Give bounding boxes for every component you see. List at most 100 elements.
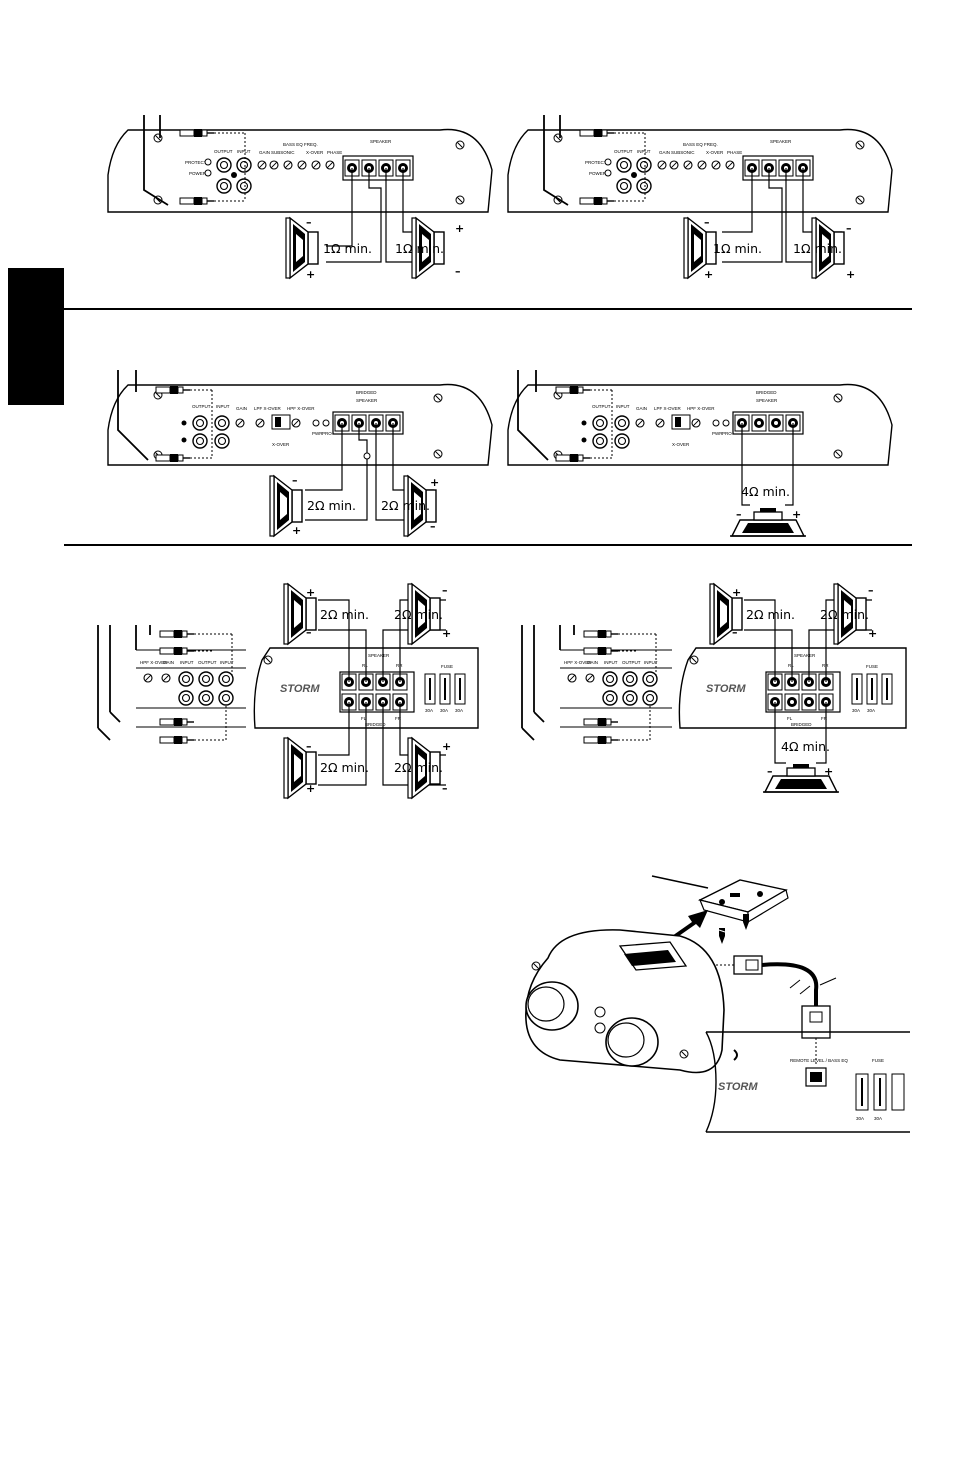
input-label: INPUT bbox=[637, 149, 651, 154]
impedance-2ohm: 2Ω min. bbox=[320, 760, 369, 775]
diagram-2ch-stereo-2ohm: OUTPUT INPUT GAIN LPF X-OVER HPF X-OVER … bbox=[107, 370, 493, 537]
sign-minus: – bbox=[846, 222, 852, 235]
input-label: INPUT bbox=[616, 404, 630, 409]
rl-label: RL bbox=[788, 663, 794, 668]
gain-label: GAIN bbox=[236, 406, 247, 411]
gain-label: GAIN bbox=[636, 406, 647, 411]
input-label: INPUT bbox=[220, 660, 234, 665]
input-label: INPUT bbox=[180, 660, 194, 665]
brand-logo: STORM bbox=[706, 683, 746, 695]
gain-label: GAIN bbox=[259, 150, 270, 155]
fl-label: FL bbox=[787, 716, 793, 721]
xover-switch-label: X-OVER bbox=[272, 442, 290, 447]
pwr-label: PWR bbox=[312, 431, 323, 436]
lpf-xover-label: LPF X-OVER bbox=[654, 406, 682, 411]
fr-label: FR bbox=[395, 716, 402, 721]
rj-connector bbox=[733, 955, 763, 975]
diagram-2ch-bridged-4ohm: OUTPUT INPUT GAIN LPF X-OVER HPF X-OVER … bbox=[507, 370, 893, 537]
sign-minus: – bbox=[455, 265, 461, 278]
fuse-rating: 30A bbox=[440, 708, 448, 713]
side-tab bbox=[8, 268, 64, 405]
speaker-label: SPEAKER bbox=[756, 398, 778, 403]
sign-minus: – bbox=[732, 626, 738, 639]
fuse-label: FUSE bbox=[872, 1058, 884, 1063]
rl-label: RL bbox=[362, 663, 368, 668]
impedance-2ohm: 2Ω min. bbox=[820, 607, 869, 622]
input-label: INPUT bbox=[216, 404, 230, 409]
fuse-rating: 30A bbox=[455, 708, 463, 713]
output-label: OUTPUT bbox=[192, 404, 211, 409]
hpf-xover-label: HPF X-OVER bbox=[564, 660, 592, 665]
impedance-1ohm-left: 1Ω min. bbox=[713, 241, 762, 256]
gain-label: GAIN bbox=[587, 660, 598, 665]
pro-label: PRO bbox=[722, 431, 732, 436]
bridged-label: BRIDGED bbox=[791, 722, 812, 727]
sign-minus: – bbox=[442, 584, 448, 597]
sign-plus: + bbox=[306, 782, 315, 795]
hpf-xover-label: HPF X-OVER bbox=[287, 406, 315, 411]
bass-eq-label: BASS EQ FREQ. bbox=[683, 142, 718, 147]
output-label: OUTPUT bbox=[592, 404, 611, 409]
impedance-2ohm-right: 2Ω min. bbox=[381, 498, 430, 513]
output-label: OUTPUT bbox=[614, 149, 633, 154]
gain-label: GAIN bbox=[163, 660, 174, 665]
rj-connector bbox=[801, 1005, 831, 1039]
speaker-label: SPEAKER bbox=[368, 653, 390, 658]
subsonic-label: SUBSONIC bbox=[271, 150, 295, 155]
sign-plus: + bbox=[824, 765, 833, 778]
fuse-rating: 30A bbox=[425, 708, 433, 713]
power-label: POWER bbox=[589, 171, 607, 176]
speaker-label: SPEAKER bbox=[770, 139, 792, 144]
hpf-xover-label: HPF X-OVER bbox=[140, 660, 168, 665]
sign-plus: + bbox=[442, 627, 451, 640]
pwr-label: PWR bbox=[712, 431, 723, 436]
diagram-4ch-2ohm: HPF X-OVER GAIN INPUT OUTPUT INPUT STORM… bbox=[97, 583, 479, 799]
screw bbox=[743, 914, 749, 930]
impedance-2ohm: 2Ω min. bbox=[746, 607, 795, 622]
pro-label: PRO bbox=[322, 431, 332, 436]
protect-label: PROTECT bbox=[185, 160, 207, 165]
power-label: POWER bbox=[189, 171, 207, 176]
impedance-2ohm: 2Ω min. bbox=[394, 760, 443, 775]
impedance-1ohm-right: 1Ω min. bbox=[395, 241, 444, 256]
bridged-label: BRIDGED bbox=[356, 390, 377, 395]
level-knob bbox=[525, 981, 579, 1031]
fuse-rating: 30A bbox=[856, 1116, 864, 1121]
screw bbox=[718, 928, 726, 944]
arrow-icon bbox=[672, 910, 708, 938]
xover-label: X-OVER bbox=[306, 150, 324, 155]
sign-plus: + bbox=[704, 268, 713, 281]
sign-minus: – bbox=[306, 216, 312, 229]
mounting-bracket bbox=[697, 879, 789, 924]
speaker-label: SPEAKER bbox=[356, 398, 378, 403]
diagram-2ch-stereo: OUTPUT INPUT GAIN SUBSONIC BASS EQ FREQ.… bbox=[107, 115, 493, 281]
xover-label: X-OVER bbox=[706, 150, 724, 155]
sign-minus: – bbox=[430, 520, 436, 533]
protect-label: PROTECT bbox=[585, 160, 607, 165]
sign-minus: – bbox=[704, 216, 710, 229]
sign-plus: + bbox=[792, 508, 801, 521]
phase-label: PHASE bbox=[727, 150, 742, 155]
input-label: INPUT bbox=[604, 660, 618, 665]
sign-plus: + bbox=[732, 586, 741, 599]
diagram-2ch-stereo-alt: OUTPUT INPUT GAIN SUBSONIC BASS EQ FREQ.… bbox=[507, 115, 893, 281]
output-label: OUTPUT bbox=[622, 660, 641, 665]
fuse-label: FUSE bbox=[866, 664, 878, 669]
fuse-rating: 30A bbox=[874, 1116, 882, 1121]
speaker-label: SPEAKER bbox=[794, 653, 816, 658]
bass-eq-knob bbox=[605, 1017, 659, 1067]
output-label: OUTPUT bbox=[198, 660, 217, 665]
impedance-1ohm-right: 1Ω min. bbox=[793, 241, 842, 256]
sign-plus: + bbox=[846, 268, 855, 281]
phase-label: PHASE bbox=[327, 150, 342, 155]
fuse-rating: 30A bbox=[867, 708, 875, 713]
brand-logo: STORM bbox=[280, 683, 320, 695]
sign-minus: – bbox=[767, 765, 773, 778]
sign-plus: + bbox=[868, 627, 877, 640]
hpf-xover-label: HPF X-OVER bbox=[687, 406, 715, 411]
sign-minus: – bbox=[306, 740, 312, 753]
sign-plus: + bbox=[455, 222, 464, 235]
gain-label: GAIN bbox=[659, 150, 670, 155]
sign-plus: + bbox=[430, 476, 439, 489]
sign-plus: + bbox=[442, 740, 451, 753]
